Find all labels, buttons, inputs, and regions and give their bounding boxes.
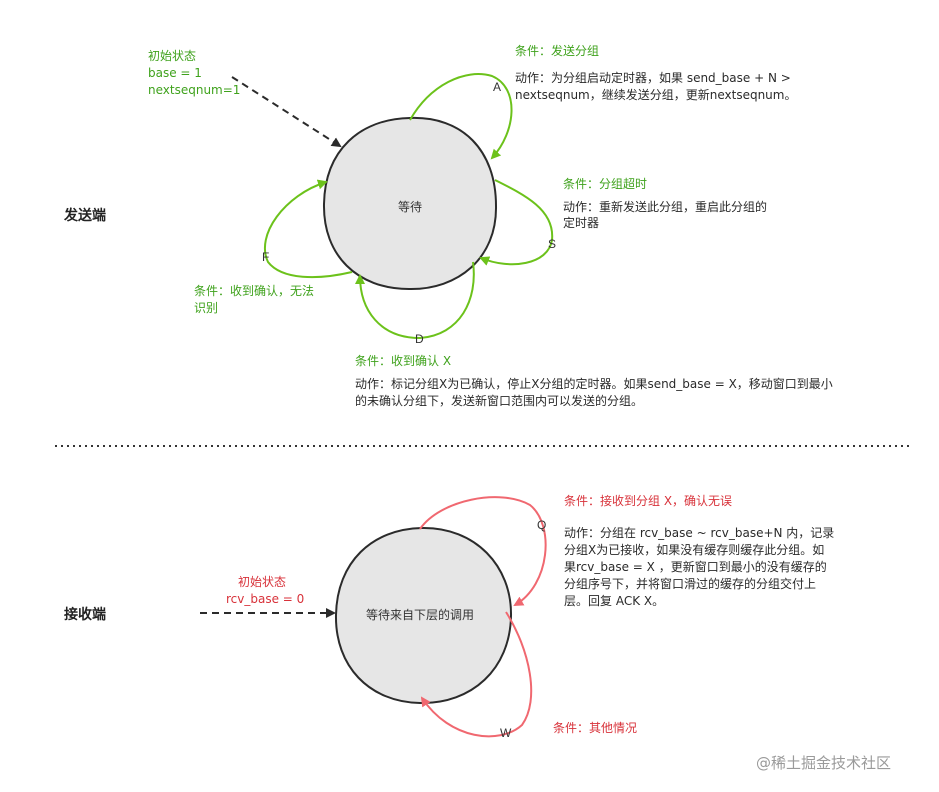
transition-w-condition: 条件：其他情况 <box>553 721 638 735</box>
transition-q-action-line1: 动作：分组在 rcv_base ~ rcv_base+N 内，记录 <box>564 526 835 540</box>
transition-f-condition-line2: 识别 <box>194 301 219 315</box>
transition-s-arrow <box>479 179 554 266</box>
transition-a-action-line1: 动作：为分组启动定时器，如果 send_base + N > <box>515 71 791 85</box>
transition-a-action-line2: nextseqnum，继续发送分组，更新nextseqnum。 <box>515 88 797 102</box>
transition-s-action-line2: 定时器 <box>563 216 600 230</box>
sender-state-circle <box>322 116 498 291</box>
sender-initial-line2: base = 1 <box>148 66 202 80</box>
transition-f-letter: F <box>262 250 270 264</box>
transition-a-condition: 条件：发送分组 <box>515 44 600 58</box>
transition-q-action-line2: 分组X为已接收，如果没有缓存则缓存此分组。如 <box>564 543 825 557</box>
receiver-initial-line1: 初始状态 <box>238 575 287 589</box>
transition-d-condition: 条件：收到确认 X <box>355 354 452 368</box>
sender-section-label: 发送端 <box>64 208 106 224</box>
transition-q-condition: 条件：接收到分组 X，确认无误 <box>564 494 733 508</box>
transition-f-arrow <box>263 179 353 279</box>
transition-q-action-line4: 分组序号下，并将窗口滑过的缓存的分组交付上 <box>564 577 817 591</box>
sender-initial-line3: nextseqnum=1 <box>148 83 241 97</box>
sender-state-label: 等待 <box>397 200 422 214</box>
transition-q-letter: Q <box>537 518 547 532</box>
receiver-state-label: 等待来自下层的调用 <box>365 608 474 622</box>
transition-d-action-line2: 的未确认分组下，发送新窗口范围内可以发送的分组。 <box>355 394 644 408</box>
transition-s-action-line1: 动作：重新发送此分组，重启此分组的 <box>563 200 768 214</box>
transition-a-letter: A <box>493 80 502 94</box>
transition-a-arrow <box>409 73 513 160</box>
transition-q-action-line5: 层。回复 ACK X。 <box>564 594 665 608</box>
receiver-section-label: 接收端 <box>64 607 106 623</box>
transition-d-arrow <box>355 261 475 340</box>
transition-d-letter: D <box>415 332 424 346</box>
transition-d-action-line1: 动作：标记分组X为已确认，停止X分组的定时器。如果send_base = X，移… <box>355 377 833 391</box>
transition-s-condition: 条件：分组超时 <box>563 177 648 191</box>
sender-initial-arrow <box>231 76 342 148</box>
receiver-initial-line2: rcv_base = 0 <box>226 592 305 606</box>
transition-q-action-line3: 果rcv_base = X ，更新窗口到最小的没有缓存的 <box>564 560 827 574</box>
watermark: @稀土掘金技术社区 <box>756 754 892 772</box>
receiver-state-circle <box>334 526 513 705</box>
transition-q-arrow <box>419 496 547 606</box>
transition-w-letter: W <box>500 726 512 740</box>
transition-f-condition-line1: 条件：收到确认，无法 <box>194 284 315 298</box>
sender-initial-line1: 初始状态 <box>148 49 197 63</box>
transition-s-letter: S <box>548 237 557 251</box>
transition-w-arrow <box>420 611 533 738</box>
